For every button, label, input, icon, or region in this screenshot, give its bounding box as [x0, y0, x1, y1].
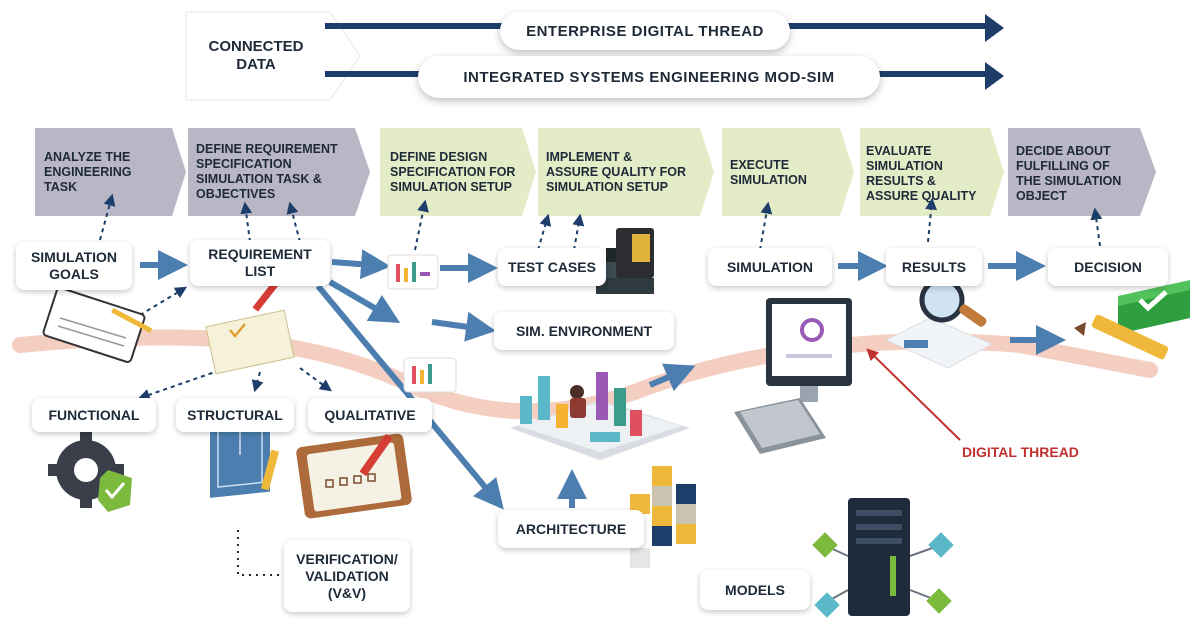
dash-decision-to-step7 — [1090, 207, 1103, 247]
step-3-text: DEFINE DESIGN SPECIFICATION FOR SIMULATI… — [390, 150, 516, 194]
node-models: MODELS — [700, 570, 810, 610]
node-architecture: ARCHITECTURE — [498, 510, 644, 548]
server-icon — [812, 498, 954, 618]
connected-data-panel — [185, 11, 361, 101]
dash-req-to-step2b — [286, 201, 301, 243]
step-4-text: IMPLEMENT & ASSURE QUALITY FOR SIMULATIO… — [546, 150, 687, 194]
modsim-banner: INTEGRATED SYSTEMS ENGINEERING MOD-SIM — [418, 56, 880, 98]
node-qualitative: QUALITATIVE — [308, 398, 432, 432]
dash-icon-to-step3 — [414, 199, 429, 251]
books-icon — [596, 228, 654, 294]
step-1-text: ANALYZE THE ENGINEERING TASK — [44, 150, 132, 194]
node-simulation: SIMULATION — [708, 248, 832, 286]
checklist-icon — [205, 275, 295, 375]
step-2-text: DEFINE REQUIREMENT SPECIFICATION SIMULAT… — [196, 142, 338, 201]
arrow-req-to-icon — [331, 249, 391, 280]
step-chevron-2 — [188, 128, 370, 216]
cubes-icon — [630, 466, 696, 568]
step-7-text: DECIDE ABOUT FULFILLING OF THE SIMULATIO… — [1016, 144, 1122, 203]
node-simulation-goals: SIMULATION GOALS — [16, 242, 132, 290]
digital-thread-pointer — [866, 348, 961, 441]
step-6-text: EVALUATE SIMULATION RESULTS & ASSURE QUA… — [866, 144, 977, 203]
digital-thread-label: DIGITAL THREAD — [962, 444, 1079, 460]
node-results: RESULTS — [886, 248, 982, 286]
node-structural: STRUCTURAL — [176, 398, 294, 432]
enterprise-thread-banner: ENTERPRISE DIGITAL THREAD — [500, 12, 790, 50]
step-chevron-6 — [860, 128, 1004, 216]
arrow-req-to-arch — [315, 284, 504, 510]
step-chevron-4 — [538, 128, 714, 216]
arrow-tablet-to-computer — [648, 363, 696, 392]
arrow-icon-to-simenv — [431, 311, 496, 342]
step-chevron-3 — [380, 128, 536, 216]
step-chevron-7 — [1008, 128, 1156, 216]
dash-notebook-to-goals — [139, 286, 188, 316]
small-chart-icon-2 — [403, 357, 457, 393]
node-verification-validation: VERIFICATION/ VALIDATION (V&V) — [284, 540, 410, 612]
node-functional: FUNCTIONAL — [32, 398, 156, 432]
pencil-check-icon — [1074, 280, 1190, 360]
node-decision: DECISION — [1048, 248, 1168, 286]
gear-check-icon — [48, 432, 132, 512]
connected-data-label: CONNECTED DATA — [208, 38, 304, 73]
vv-dotted-connector — [237, 530, 288, 576]
dash-to-qualitative — [299, 367, 332, 392]
computer-icon — [734, 298, 852, 454]
step-chevron-5 — [722, 128, 854, 216]
dash-results-to-step6 — [925, 197, 938, 243]
magnifier-icon — [884, 277, 994, 369]
node-test-cases: TEST CASES — [498, 248, 606, 286]
small-chart-icon-1 — [387, 254, 439, 290]
node-requirement-list: REQUIREMENT LIST — [190, 240, 330, 286]
dash-test-to-step4a — [537, 213, 552, 251]
dash-to-structural — [251, 371, 264, 393]
node-sim-environment: SIM. ENVIRONMENT — [494, 312, 674, 350]
clipboard-icon — [296, 433, 412, 519]
notebook-icon — [42, 287, 153, 363]
dash-test-to-step4b — [572, 213, 585, 251]
step-chevron-1 — [35, 128, 186, 216]
step-5-text: EXECUTE SIMULATION — [730, 158, 807, 187]
tablet-chart-icon — [510, 372, 690, 460]
arrow-req-to-simenv — [328, 279, 401, 324]
dash-req-to-step2a — [240, 201, 253, 243]
